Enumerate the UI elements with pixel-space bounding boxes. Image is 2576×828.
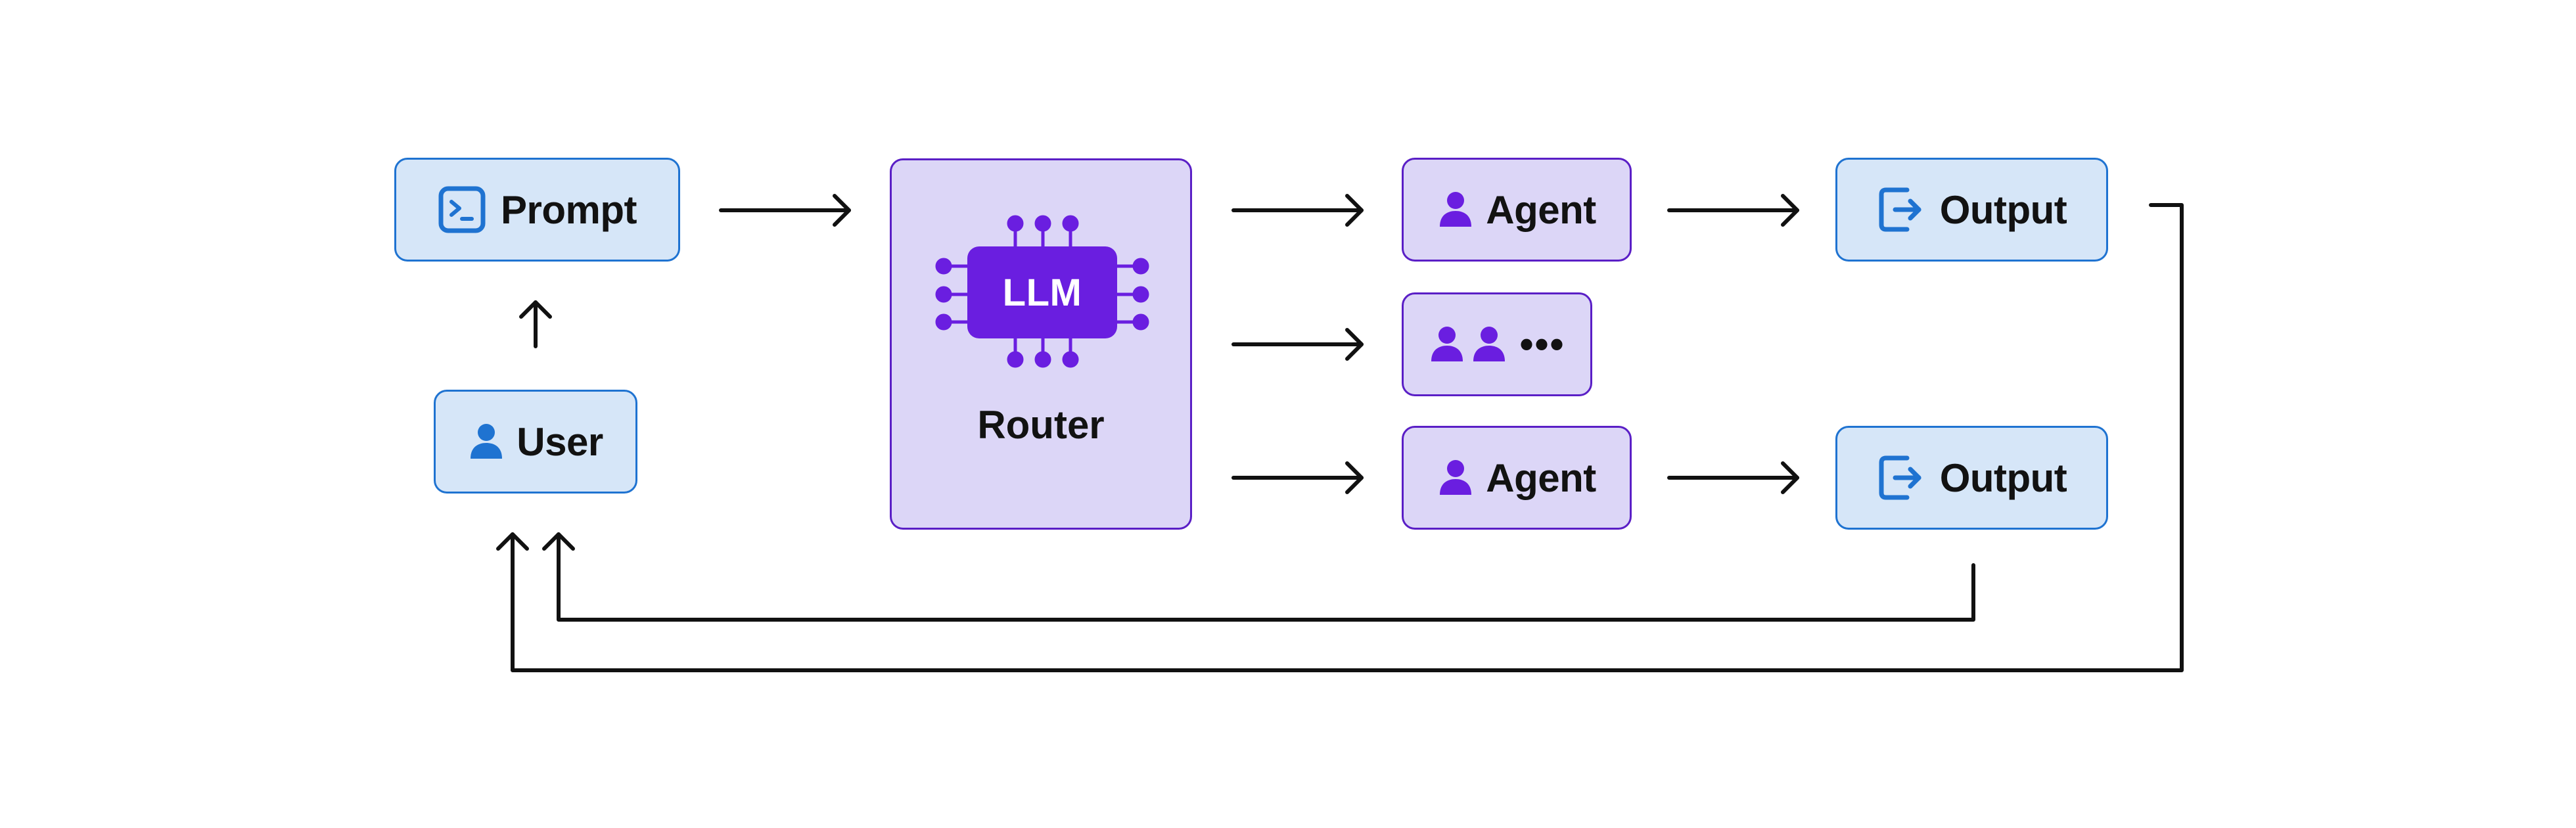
prompt-node[interactable]: Prompt (394, 158, 680, 262)
agent-top-label: Agent (1486, 187, 1596, 232)
agent-group-node[interactable]: ••• (1402, 292, 1592, 396)
agent-bottom-label: Agent (1486, 455, 1596, 500)
edge-user-to-prompt (519, 300, 552, 348)
exit-box-icon (1877, 185, 1925, 234)
llm-chip-label: LLM (1002, 271, 1082, 314)
edge-router-to-agent-group (1231, 328, 1364, 361)
router-label: Router (977, 403, 1105, 447)
user-node[interactable]: User (434, 390, 637, 494)
edge-router-to-agent-bottom (1231, 461, 1364, 494)
user-label: User (517, 419, 603, 464)
edge-agent-bottom-to-output-bottom (1667, 461, 1799, 494)
edge-output-top-to-user (496, 203, 2184, 672)
people-icon (1429, 325, 1510, 364)
output-bottom-label: Output (1939, 455, 2067, 500)
router-node[interactable] (890, 158, 1192, 530)
agent-top-node[interactable]: Agent (1402, 158, 1632, 262)
prompt-label: Prompt (501, 187, 637, 232)
person-icon (1437, 458, 1474, 497)
edge-router-to-agent-top (1231, 194, 1364, 227)
agent-bottom-node[interactable]: Agent (1402, 426, 1632, 530)
edge-agent-top-to-output-top (1667, 194, 1799, 227)
output-bottom-node[interactable]: Output (1835, 426, 2108, 530)
person-icon (468, 422, 505, 461)
more-agents-ellipsis: ••• (1519, 322, 1565, 366)
edge-prompt-to-router (719, 194, 851, 227)
output-top-node[interactable]: Output (1835, 158, 2108, 262)
edge-output-bottom-to-user (542, 532, 1975, 622)
exit-box-icon (1877, 453, 1925, 502)
output-top-label: Output (1939, 187, 2067, 232)
person-icon (1437, 190, 1474, 229)
terminal-icon (438, 185, 486, 234)
